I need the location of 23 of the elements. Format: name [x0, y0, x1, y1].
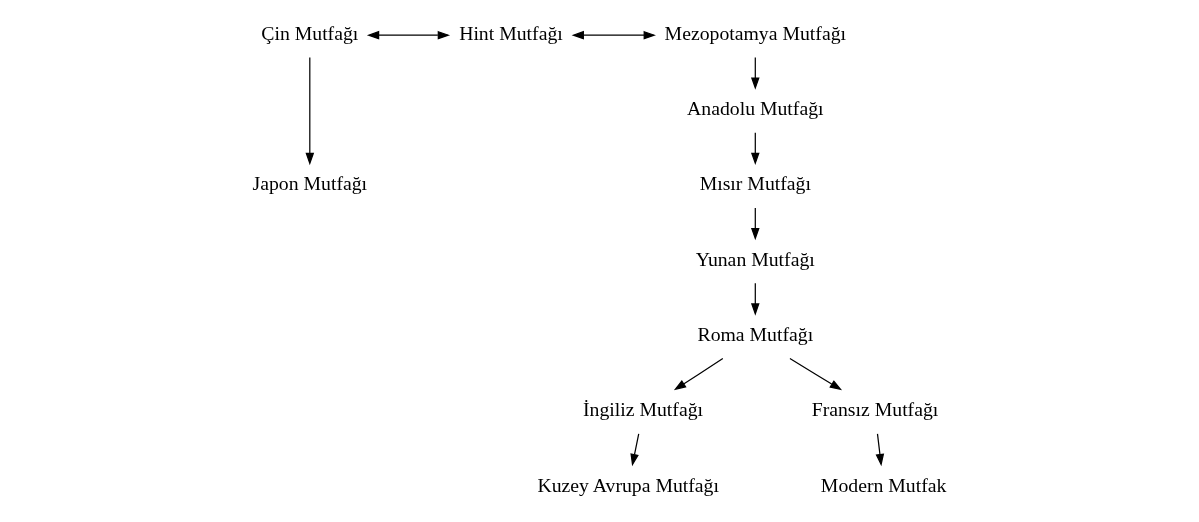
node-text: Hint Mutfağı — [459, 21, 563, 44]
node-text: Çin Mutfağı — [261, 21, 359, 44]
arrow — [789, 357, 843, 391]
node-text: İngiliz Mutfağı — [582, 398, 704, 421]
arrow — [571, 30, 656, 40]
node-text: Modern Mutfak — [820, 473, 947, 496]
node-text: Mezopotamya Mutfağı — [664, 21, 846, 44]
arrow — [750, 282, 760, 316]
arrow — [875, 433, 885, 467]
node-text: Roma Mutfağı — [697, 322, 814, 345]
arrow — [305, 57, 315, 166]
arrow — [366, 30, 451, 40]
arrow — [750, 56, 760, 90]
node-text: Fransız Mutfağı — [811, 398, 939, 421]
node-text: Mısır Mutfağı — [699, 172, 811, 195]
node-text: Japon Mutfağı — [252, 172, 368, 195]
node-text: Anadolu Mutfağı — [687, 97, 824, 120]
node-text: Kuzey Avrupa Mutfağı — [537, 473, 719, 496]
node-text: Yunan Mutfağı — [695, 247, 815, 270]
arrow — [673, 357, 724, 391]
arrow — [750, 132, 760, 166]
arrow — [630, 433, 640, 467]
arrow — [750, 207, 760, 241]
